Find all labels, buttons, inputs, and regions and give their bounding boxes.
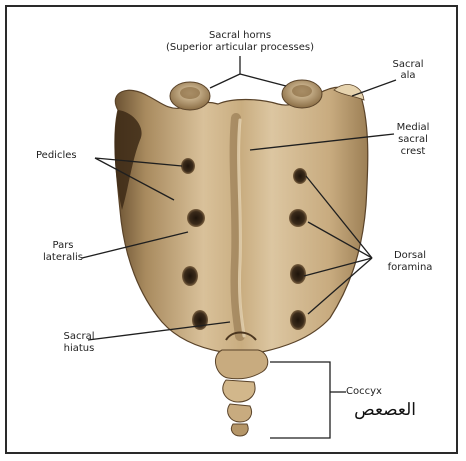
coccyx-bone — [215, 350, 267, 436]
label-dorsal-line2: foramina — [380, 262, 440, 273]
label-hiatus-line1: Sacral — [54, 331, 104, 342]
label-coccyx: Coccyx — [346, 386, 396, 397]
foramen-right-4 — [290, 310, 306, 330]
label-sacral-ala-line2: ala — [388, 70, 428, 81]
label-hiatus-line2: hiatus — [54, 343, 104, 354]
label-medial-crest-line2: sacral — [388, 134, 438, 145]
label-medial-crest-line1: Medial — [388, 122, 438, 133]
foramen-right-3 — [290, 264, 306, 284]
label-superior-articular: (Superior articular processes) — [150, 42, 330, 53]
label-coccyx-arabic: العصعص — [336, 400, 416, 420]
label-sacral-ala-line1: Sacral — [388, 59, 428, 70]
label-sacral-horns: Sacral horns — [170, 30, 310, 41]
label-pars-line2: lateralis — [38, 252, 88, 263]
label-pars-line1: Pars — [38, 240, 88, 251]
label-pedicles: Pedicles — [36, 150, 96, 161]
foramen-left-2 — [187, 209, 205, 227]
foramen-right-2 — [289, 209, 307, 227]
foramen-right-1 — [293, 168, 307, 184]
label-dorsal-line1: Dorsal — [380, 250, 440, 261]
foramen-left-1 — [181, 158, 195, 174]
label-medial-crest-line3: crest — [388, 146, 438, 157]
foramen-left-3 — [182, 266, 198, 286]
